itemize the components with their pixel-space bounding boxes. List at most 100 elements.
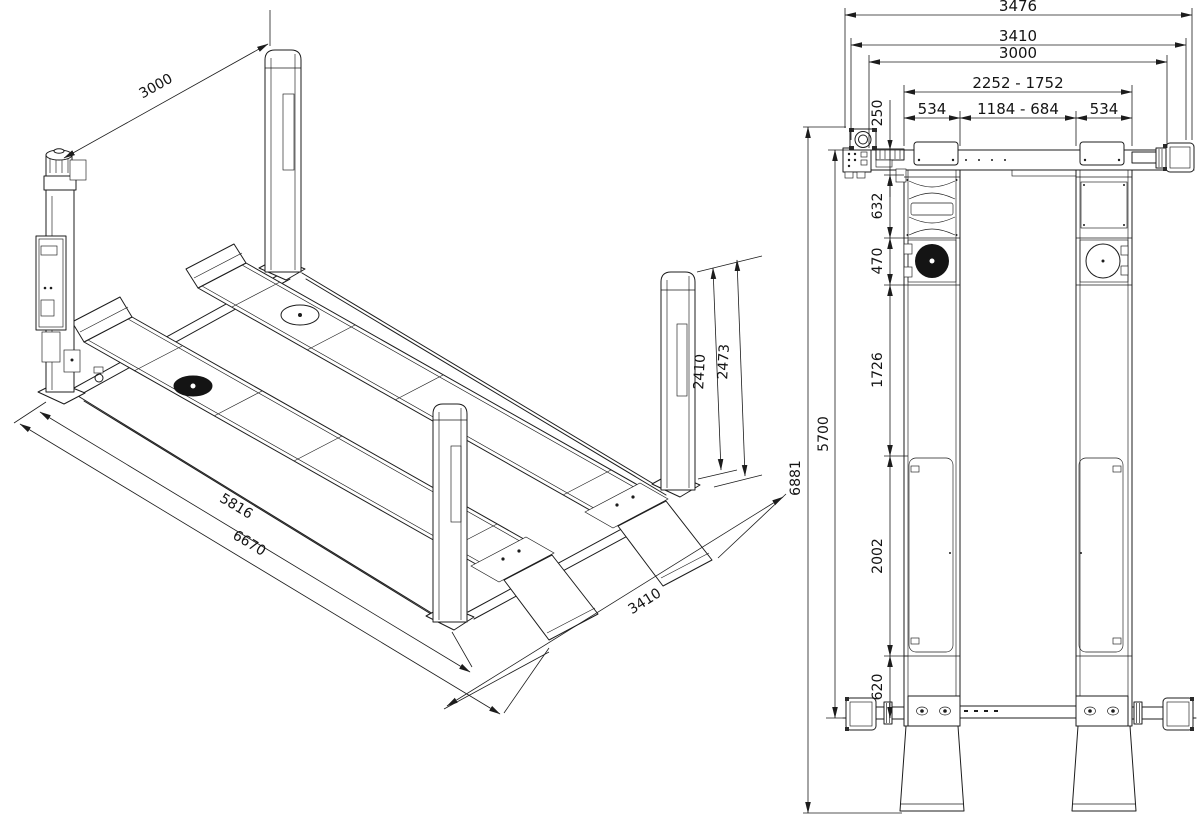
- turntable-center: [929, 258, 935, 264]
- terminal: [860, 159, 868, 166]
- plan-ramp-left: [899, 725, 965, 812]
- lock-window: [676, 323, 688, 397]
- wheel-stop-far: [185, 243, 247, 289]
- dim-label: 2252 - 1752: [972, 74, 1063, 92]
- dim-label: 6670: [230, 528, 269, 560]
- beam-bolts: [965, 159, 1006, 161]
- base-plate-right: [1075, 695, 1129, 727]
- post-front-right: [651, 271, 701, 498]
- panel: [1078, 457, 1124, 653]
- dim-line-2410: [710, 267, 724, 471]
- tab: [1163, 144, 1167, 148]
- ramp-body: [1071, 725, 1137, 812]
- button: [43, 286, 47, 290]
- bolt: [1083, 224, 1085, 226]
- tread-mark: [994, 710, 998, 712]
- recessed-panel-right: [1078, 457, 1124, 653]
- arrowhead: [887, 140, 893, 150]
- plan-dimensions-top: 3476 3410 3000 2252 - 1752 534 1184 - 68…: [844, 0, 1193, 148]
- beam-lip: [1011, 169, 1077, 177]
- dim-label: 620: [870, 674, 886, 701]
- bolt: [920, 709, 924, 713]
- bolt: [965, 159, 967, 161]
- bolt: [615, 503, 619, 507]
- dim-line: [446, 496, 784, 707]
- dimension-overall-width: 3410: [443, 493, 787, 710]
- dim-label: 2410: [691, 354, 709, 390]
- bolt: [991, 159, 993, 161]
- tab: [845, 727, 849, 731]
- wheel-stop-near: [71, 296, 133, 343]
- recessed-panel-left: [908, 457, 954, 653]
- pin: [1080, 552, 1082, 554]
- plate: [1075, 695, 1129, 727]
- bolt: [1117, 158, 1121, 162]
- runway-far-seams: [231, 281, 612, 496]
- panel-tab: [1112, 637, 1122, 645]
- turntable-center: [1101, 259, 1105, 263]
- panel: [908, 457, 954, 653]
- hatch: [1158, 149, 1163, 167]
- dim-label: 1726: [870, 352, 886, 388]
- box-inner: [849, 701, 873, 727]
- pin: [949, 552, 951, 554]
- hatch-block: [1133, 701, 1143, 725]
- plan-runway-left: [895, 168, 961, 727]
- dim-line-2473: [734, 259, 748, 477]
- cable-guide: [895, 168, 907, 183]
- pulley-wheel: [94, 373, 104, 383]
- ramp-body: [899, 725, 965, 812]
- post-back-right: [258, 49, 306, 281]
- slot-hole: [916, 706, 928, 716]
- dimension-bay-width-top: 3000: [63, 43, 269, 159]
- housing-tab: [849, 146, 854, 150]
- bolt: [1083, 184, 1085, 186]
- panel-tab: [1112, 465, 1122, 473]
- control-box: [35, 235, 67, 331]
- bolt: [906, 179, 909, 181]
- box: [1162, 697, 1194, 731]
- tab: [845, 697, 849, 701]
- bolt: [906, 234, 909, 236]
- lock-window: [282, 93, 295, 171]
- hatch: [1136, 703, 1140, 723]
- plan-ramp-right: [1071, 725, 1137, 812]
- dim-label: 632: [870, 193, 886, 220]
- dim-label: 3476: [999, 0, 1037, 15]
- slot-hole: [939, 706, 951, 716]
- motor-ring-outer: [854, 131, 872, 148]
- bolt: [951, 158, 955, 162]
- turntable-far-center: [298, 313, 302, 317]
- plan-runway-right: [1075, 169, 1133, 727]
- box-inner: [1169, 146, 1191, 169]
- side-rail-far: [301, 272, 667, 496]
- plan-turntable-left: [903, 239, 957, 283]
- housing-tab: [872, 146, 877, 150]
- tread-mark: [984, 710, 988, 712]
- bolt: [955, 179, 958, 181]
- dim-line-6670: [19, 423, 501, 715]
- pulley-mount: [93, 366, 104, 374]
- control-box-vent: [40, 245, 58, 256]
- latch-pin: [70, 358, 74, 362]
- runway-near-seams: [133, 345, 498, 550]
- plan-view: 3476 3410 3000 2252 - 1752 534 1184 - 68…: [788, 0, 1197, 814]
- runway-far-edge-lines: [201, 264, 663, 525]
- button: [853, 152, 857, 156]
- shaft: [1131, 151, 1157, 164]
- control-box-inner: [38, 238, 64, 328]
- motor-flange: [43, 175, 77, 191]
- junction-box: [69, 159, 87, 181]
- bowtie-top: [908, 180, 956, 200]
- tab: [1190, 697, 1194, 701]
- column: [660, 271, 696, 491]
- bolt: [1004, 159, 1006, 161]
- dim-label: 534: [918, 100, 947, 118]
- dim-label: 3410: [999, 27, 1037, 45]
- tread-mark: [964, 710, 968, 712]
- wheel-stop-near-edge: [79, 306, 129, 333]
- button: [847, 164, 851, 168]
- turntable-frame: [907, 239, 957, 283]
- wheel-stop-far-edge: [193, 252, 243, 279]
